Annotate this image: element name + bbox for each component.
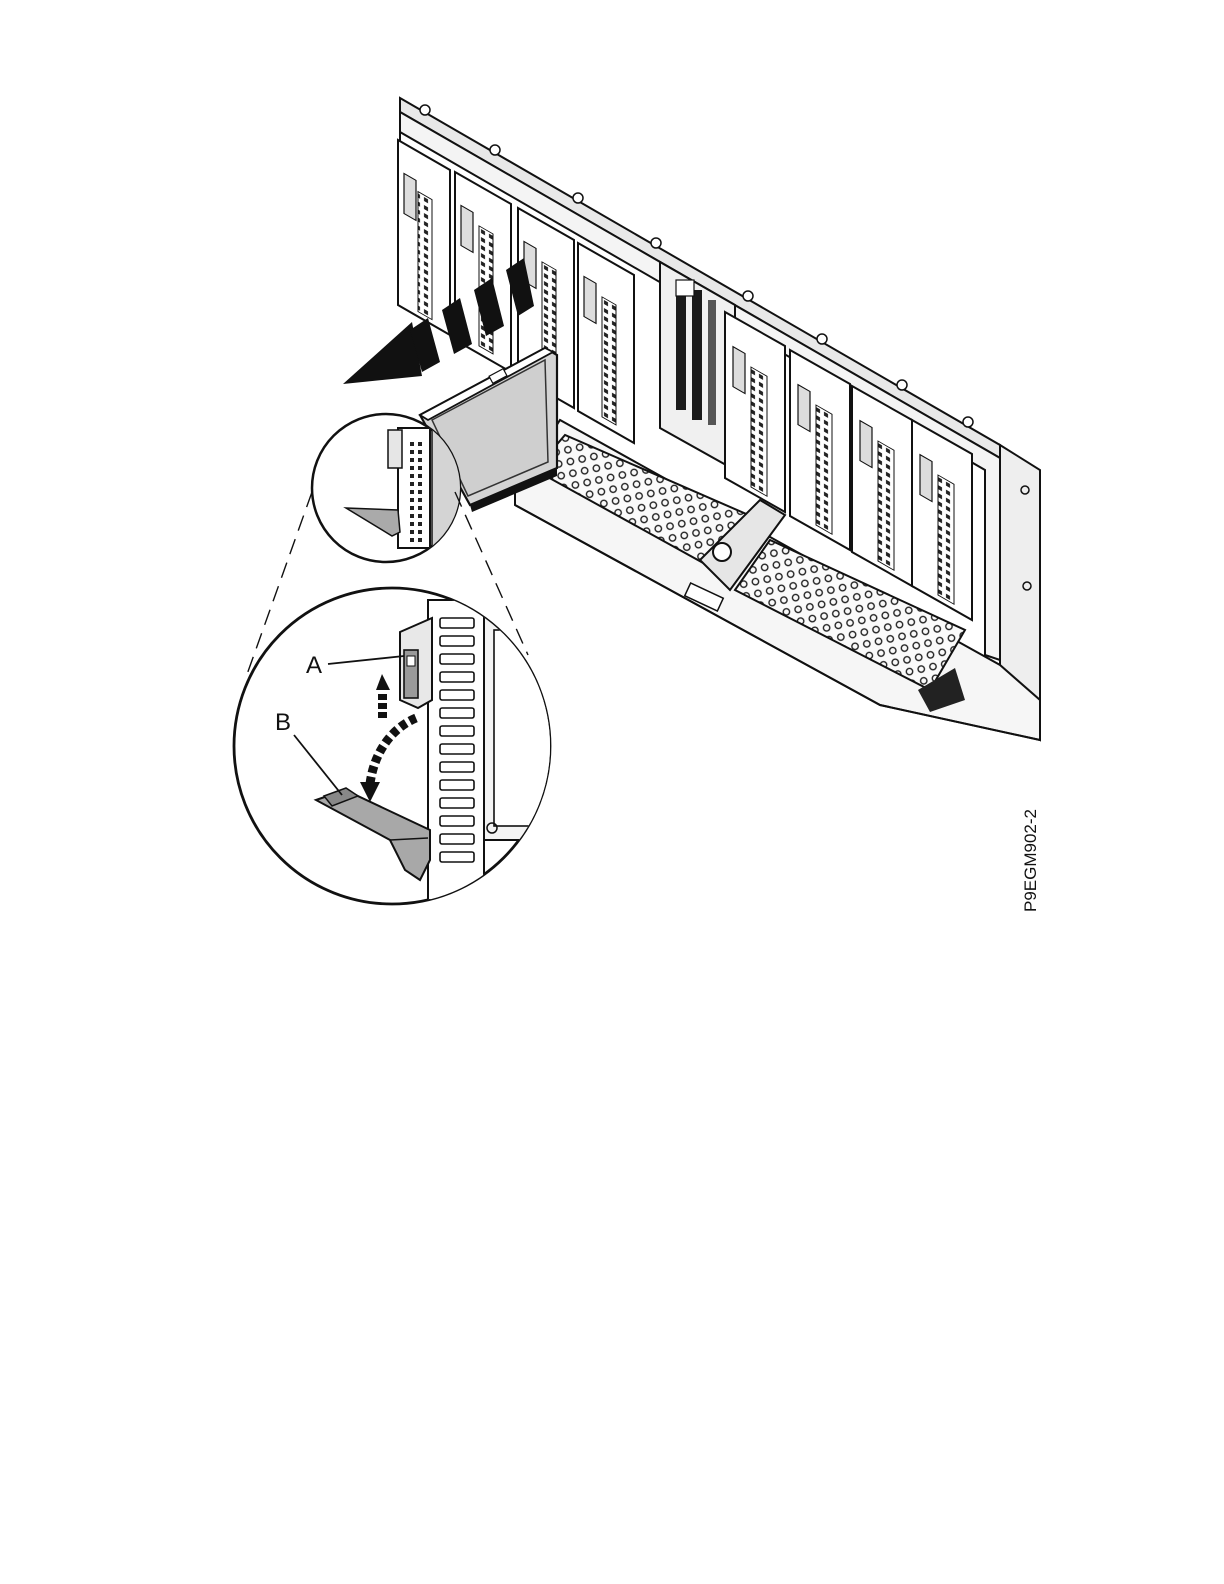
- callout-b-label: B: [275, 709, 291, 736]
- figure-id: P9EGM902-2: [1021, 809, 1040, 912]
- release-latch: [400, 618, 432, 708]
- callout-a-label: A: [306, 652, 322, 679]
- zoom-detail-circle: [234, 588, 564, 904]
